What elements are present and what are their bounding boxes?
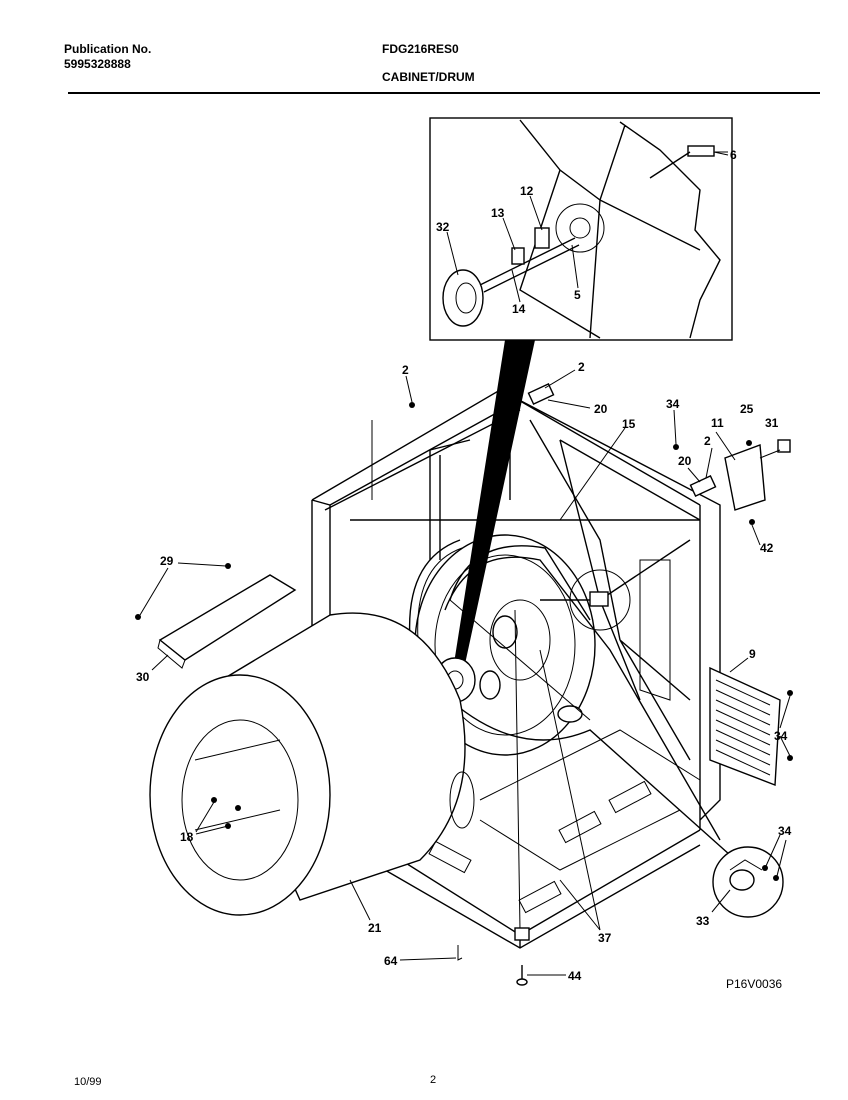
inset-bracket-6	[687, 145, 715, 157]
callout-18: 18	[180, 830, 194, 844]
callout-32: 32	[436, 220, 450, 234]
exhaust-grille-9	[709, 666, 793, 786]
clip-20b	[689, 474, 717, 498]
callout-14: 14	[512, 302, 526, 316]
drawing-id: P16V0036	[726, 977, 782, 991]
callout-34-top: 34	[666, 397, 680, 411]
inset-bulkhead	[519, 119, 721, 339]
publication-label: Publication No.	[64, 42, 152, 56]
footer-page-number: 2	[430, 1074, 437, 1086]
inset-detail	[429, 117, 733, 341]
callout-37: 37	[598, 931, 612, 945]
callout-64: 64	[384, 954, 398, 968]
callout-20-right: 20	[678, 454, 692, 468]
callout-2-right: 2	[704, 434, 711, 448]
drum-front-rim	[149, 674, 331, 916]
model-number: FDG216RES0	[382, 42, 459, 56]
inset-hub	[555, 203, 605, 253]
callout-34-right: 34	[774, 729, 788, 743]
inset-clip-12	[534, 227, 550, 249]
inset-pointer-wedge	[452, 340, 535, 678]
callout-29: 29	[160, 554, 174, 568]
cabinet-top-edges	[311, 389, 721, 821]
callout-labels: 6 12 13 32 14 5 2 2 20 34 15 11 25 31 2 …	[136, 148, 792, 991]
callout-44: 44	[568, 969, 582, 983]
callout-6: 6	[730, 148, 737, 162]
section-title: CABINET/DRUM	[382, 70, 475, 84]
callout-11: 11	[711, 416, 724, 430]
callout-5: 5	[574, 288, 581, 302]
callout-21: 21	[368, 921, 382, 935]
callout-33: 33	[696, 914, 710, 928]
callout-31: 31	[765, 416, 779, 430]
rear-bulkhead	[529, 419, 701, 761]
inset-shaft	[479, 237, 576, 286]
header-rule	[68, 92, 820, 94]
idler-bracket-parts	[409, 382, 791, 525]
callout-2-top: 2	[578, 360, 585, 374]
callout-42: 42	[760, 541, 774, 555]
callout-20-top: 20	[594, 402, 608, 416]
callout-34-bottom: 34	[778, 824, 792, 838]
inset-clip-13	[511, 247, 525, 265]
publication-number: 5995328888	[64, 57, 131, 71]
drum-21	[149, 612, 475, 916]
callout-30: 30	[136, 670, 150, 684]
part-31	[777, 439, 791, 453]
leveling-leg-hardware	[457, 927, 530, 986]
callout-9: 9	[749, 647, 756, 661]
drum-opening	[181, 719, 299, 881]
leader-lines	[139, 151, 791, 976]
callout-12: 12	[520, 184, 534, 198]
motor-mount-detail-33	[712, 846, 784, 918]
drum-rear-hub	[489, 599, 551, 681]
cabinet-frame	[311, 389, 721, 949]
clip-20a	[527, 382, 555, 406]
bracket-11	[724, 444, 766, 511]
footer-date: 10/99	[74, 1076, 102, 1088]
baffle-30	[135, 563, 297, 669]
callout-15: 15	[622, 417, 636, 431]
callout-2-left: 2	[402, 363, 409, 377]
callout-25: 25	[740, 402, 754, 416]
inset-bearing-32	[442, 269, 484, 327]
callout-13: 13	[491, 206, 505, 220]
